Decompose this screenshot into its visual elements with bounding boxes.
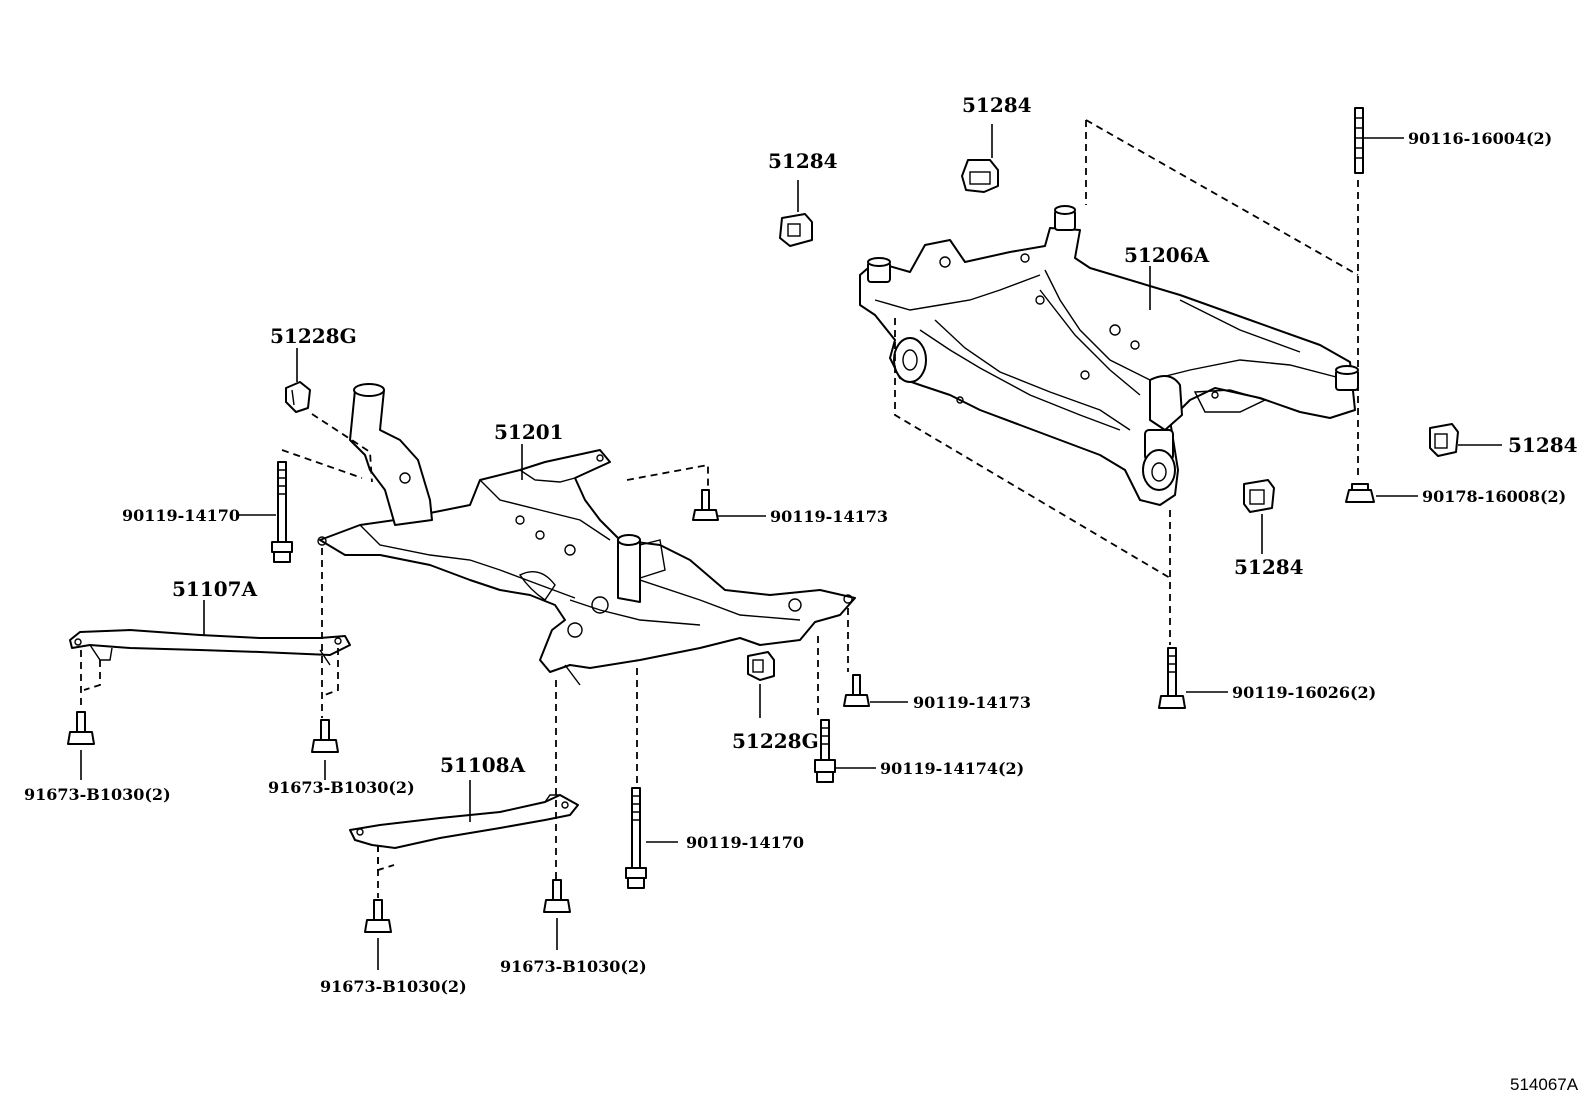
label-90116-16004: 90116-16004(2) xyxy=(1408,129,1552,148)
label-51284-a: 51284 xyxy=(768,149,838,173)
callout-labels: 51228G 90119-14170 51107A 91673-B1030(2)… xyxy=(24,93,1579,1094)
brace-51108A[interactable] xyxy=(349,794,579,849)
clip-51284-b[interactable] xyxy=(961,159,999,193)
label-90119-14173-mid: 90119-14173 xyxy=(913,693,1031,712)
label-51284-c: 51284 xyxy=(1508,433,1578,457)
label-91673-B1030-d: 91673-B1030(2) xyxy=(500,957,647,976)
label-51284-b: 51284 xyxy=(962,93,1032,117)
bolt-90119-14173-top[interactable] xyxy=(692,489,719,521)
label-91673-B1030-c: 91673-B1030(2) xyxy=(320,977,467,996)
alignment-lines xyxy=(80,119,1359,898)
bolt-90119-14174[interactable] xyxy=(814,719,836,783)
bolt-90119-16026[interactable] xyxy=(1158,647,1186,709)
label-90119-14173-top: 90119-14173 xyxy=(770,507,888,526)
bolt-90119-14170-bottom[interactable] xyxy=(625,787,647,889)
brace-51107A[interactable] xyxy=(69,629,351,666)
label-90119-14170-bottom: 90119-14170 xyxy=(686,833,804,852)
clip-51228G-bottom[interactable] xyxy=(747,651,775,681)
label-51228G-bottom: 51228G xyxy=(732,729,819,753)
label-51284-d: 51284 xyxy=(1234,555,1304,579)
bolt-91673-B1030-a[interactable] xyxy=(67,711,95,745)
label-90119-16026: 90119-16026(2) xyxy=(1232,683,1376,702)
bolt-90119-14170-left[interactable] xyxy=(271,461,293,563)
bolt-91673-B1030-d[interactable] xyxy=(543,879,571,913)
bolt-91673-B1030-b[interactable] xyxy=(311,719,339,753)
label-51201: 51201 xyxy=(494,420,564,444)
nut-90178-16008[interactable] xyxy=(1345,483,1375,503)
clip-51228G-top[interactable] xyxy=(285,381,311,413)
label-51228G-top: 51228G xyxy=(270,324,357,348)
label-90119-14174: 90119-14174(2) xyxy=(880,759,1024,778)
label-51206A: 51206A xyxy=(1124,243,1210,267)
leader-lines xyxy=(80,124,1502,970)
bolt-90119-14173-mid[interactable] xyxy=(843,674,870,707)
label-90119-14170-left: 90119-14170 xyxy=(122,506,240,525)
label-51107A: 51107A xyxy=(172,577,258,601)
reference-code: 514067A xyxy=(1510,1075,1579,1094)
label-90178-16008: 90178-16008(2) xyxy=(1422,487,1566,506)
label-51108A: 51108A xyxy=(440,753,526,777)
bolt-91673-B1030-c[interactable] xyxy=(364,899,392,933)
clip-51284-a[interactable] xyxy=(779,213,813,247)
clip-51284-d[interactable] xyxy=(1243,479,1275,513)
label-91673-B1030-a: 91673-B1030(2) xyxy=(24,785,171,804)
clip-51284-c[interactable] xyxy=(1429,423,1459,457)
front-crossmember-51201[interactable] xyxy=(317,383,856,686)
rear-subframe-51206A[interactable] xyxy=(859,205,1359,506)
stud-90116-16004[interactable] xyxy=(1354,107,1364,174)
label-91673-B1030-b: 91673-B1030(2) xyxy=(268,778,415,797)
